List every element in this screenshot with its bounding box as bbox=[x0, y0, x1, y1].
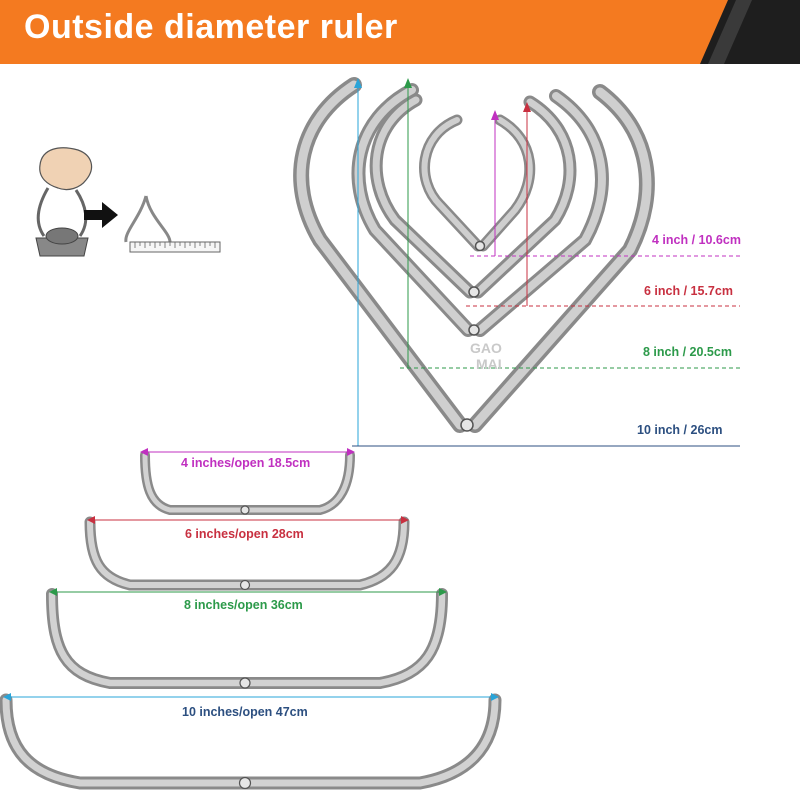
page-title: Outside diameter ruler bbox=[24, 8, 398, 46]
ruler-icon bbox=[124, 195, 221, 253]
closed-calipers bbox=[293, 77, 655, 433]
open-calipers bbox=[0, 450, 502, 790]
closed-size-label-8: 8 inch / 20.5cm bbox=[643, 345, 732, 359]
watermark-line-1: GAO bbox=[470, 340, 502, 356]
banner-accent bbox=[0, 0, 728, 64]
open-size-label-10: 10 inches/open 47cm bbox=[182, 705, 308, 719]
header-banner: Outside diameter ruler bbox=[0, 0, 800, 64]
open-size-label-8: 8 inches/open 36cm bbox=[184, 598, 303, 612]
open-size-label-4: 4 inches/open 18.5cm bbox=[181, 456, 311, 470]
hand-icon bbox=[35, 147, 93, 257]
watermark: GAO MAI bbox=[470, 340, 502, 372]
closed-measure-lines bbox=[352, 78, 740, 447]
open-measure-lines bbox=[3, 448, 499, 701]
caliper-closed-4 bbox=[419, 114, 536, 252]
watermark-line-2: MAI bbox=[476, 356, 502, 372]
open-size-label-6: 6 inches/open 28cm bbox=[185, 527, 304, 541]
usage-illustration bbox=[35, 147, 221, 257]
open-pivot-rivets bbox=[238, 505, 252, 790]
closed-size-label-4: 4 inch / 10.6cm bbox=[652, 233, 741, 247]
arrow-right-icon bbox=[84, 202, 118, 228]
pivot-rivets bbox=[460, 240, 486, 432]
closed-size-label-6: 6 inch / 15.7cm bbox=[644, 284, 733, 298]
banner-shape bbox=[0, 0, 800, 64]
closed-size-label-10: 10 inch / 26cm bbox=[637, 423, 723, 437]
